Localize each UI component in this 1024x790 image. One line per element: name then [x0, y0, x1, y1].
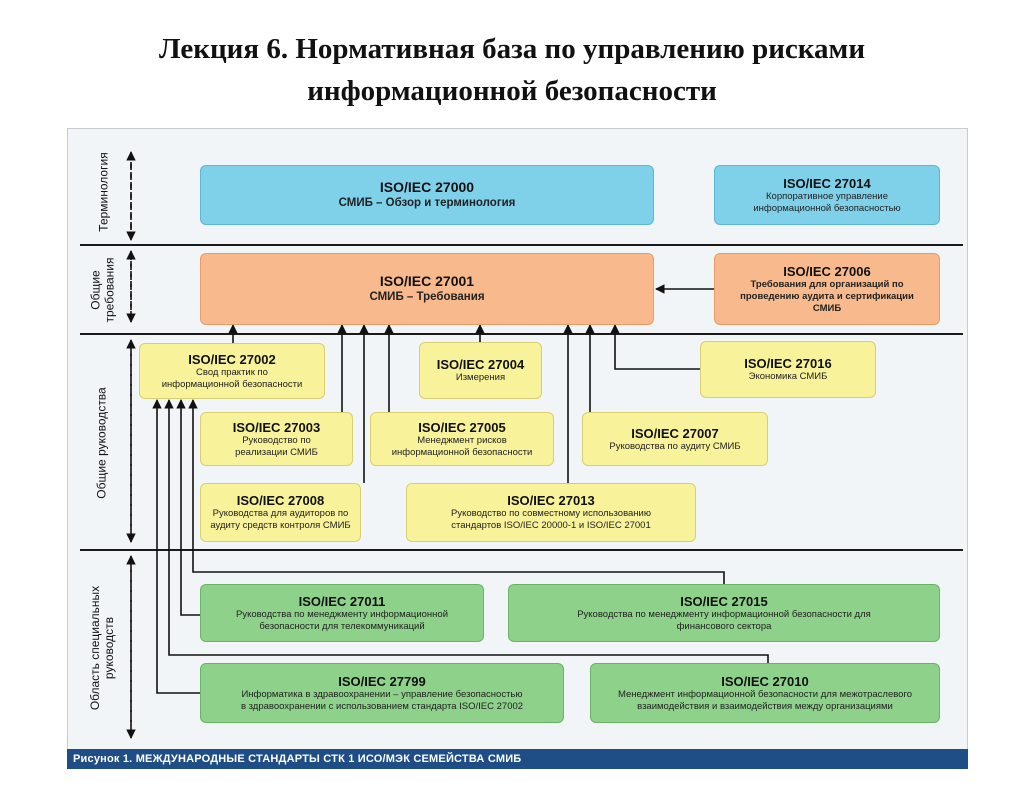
box-iso-27799[interactable]: ISO/IEC 27799 Информатика в здравоохране… — [200, 663, 564, 723]
box-iso-27014-code: ISO/IEC 27014 — [783, 175, 871, 191]
box-iso-27003[interactable]: ISO/IEC 27003 Руководство по реализации … — [200, 412, 353, 466]
box-iso-27016-code: ISO/IEC 27016 — [744, 356, 832, 371]
box-iso-27001-sub: СМИБ – Требования — [369, 291, 485, 303]
box-iso-27006-sub2: проведению аудита и сертификации — [740, 290, 914, 302]
title-line-1: Лекция 6. Нормативная база по управлению… — [158, 33, 866, 65]
box-iso-27010[interactable]: ISO/IEC 27010 Менеджмент информационной … — [590, 663, 940, 723]
box-iso-27011-code: ISO/IEC 27011 — [298, 593, 386, 609]
separator-guidance — [80, 549, 963, 551]
box-iso-27008-code: ISO/IEC 27008 — [236, 493, 325, 508]
arrow-27010-to-27002 — [164, 399, 769, 663]
box-iso-27014-sub2: информационной безопасностью — [753, 202, 901, 214]
box-iso-27016[interactable]: ISO/IEC 27016 Экономика СМИБ — [700, 341, 876, 398]
arrow-27799-to-27002 — [152, 399, 200, 694]
box-iso-27003-code: ISO/IEC 27003 — [232, 419, 321, 435]
box-iso-27010-sub1: Менеджмент информационной безопасности д… — [617, 688, 913, 700]
box-iso-27004-code: ISO/IEC 27004 — [436, 357, 525, 372]
box-iso-27002-sub1: Свод практик по — [196, 366, 268, 378]
box-iso-27014-sub1: Корпоративное управление — [766, 190, 888, 202]
box-iso-27011[interactable]: ISO/IEC 27011 Руководства по менеджменту… — [200, 584, 484, 642]
box-iso-27002[interactable]: ISO/IEC 27002 Свод практик по информацио… — [139, 343, 325, 399]
box-iso-27006[interactable]: ISO/IEC 27006 Требования для организаций… — [714, 253, 940, 325]
box-iso-27799-sub2: в здравоохранении с использованием станд… — [240, 700, 524, 712]
box-iso-27002-sub2: информационной безопасности — [161, 378, 303, 390]
box-iso-27007[interactable]: ISO/IEC 27007 Руководства по аудиту СМИБ — [582, 412, 768, 466]
box-iso-27006-sub1: Требования для организаций по — [750, 278, 904, 290]
box-iso-27799-code: ISO/IEC 27799 — [338, 673, 426, 689]
box-iso-27003-sub1: Руководство по — [242, 434, 311, 446]
box-iso-27013[interactable]: ISO/IEC 27013 Руководство по совместному… — [406, 483, 696, 542]
figure-caption: Рисунок 1. МЕЖДУНАРОДНЫЕ СТАНДАРТЫ СТК 1… — [67, 749, 968, 769]
arrow-27015-to-27002 — [188, 399, 725, 584]
arrow-27011-to-27002 — [176, 399, 200, 616]
box-iso-27011-sub2: безопасности для телекоммуникаций — [259, 620, 425, 632]
box-iso-27000-sub: СМИБ – Обзор и терминология — [338, 197, 516, 209]
box-iso-27015-code: ISO/IEC 27015 — [680, 593, 768, 609]
box-iso-27015-sub1: Руководства по менеджменту информационно… — [577, 608, 871, 620]
arrow-27016-to-27001 — [610, 324, 700, 370]
box-iso-27007-sub: Руководства по аудиту СМИБ — [609, 440, 741, 452]
separator-terminology — [80, 244, 963, 246]
box-iso-27000-code: ISO/IEC 27000 — [379, 179, 475, 195]
box-iso-27006-code: ISO/IEC 27006 — [783, 263, 871, 279]
box-iso-27002-code: ISO/IEC 27002 — [188, 351, 276, 367]
box-iso-27013-code: ISO/IEC 27013 — [507, 493, 595, 508]
box-iso-27005-sub2: информационной безопасности — [391, 446, 533, 458]
box-iso-27010-sub2: взаимодействия и взаимодействия между ор… — [637, 700, 893, 712]
separator-requirements — [80, 333, 963, 335]
box-iso-27016-sub: Экономика СМИБ — [748, 371, 828, 382]
box-iso-27004-sub: Измерения — [455, 372, 506, 383]
box-iso-27005-code: ISO/IEC 27005 — [418, 419, 506, 435]
box-iso-27008-sub1: Руководства для аудиторов по — [212, 508, 349, 519]
box-iso-27005-sub1: Менеджмент рисков — [417, 434, 507, 446]
box-iso-27799-sub1: Информатика в здравоохранении – управлен… — [241, 688, 523, 700]
box-iso-27001[interactable]: ISO/IEC 27001 СМИБ – Требования — [200, 253, 654, 325]
box-iso-27013-sub1: Руководство по совместному использованию — [451, 508, 651, 519]
box-iso-27001-code: ISO/IEC 27001 — [379, 273, 475, 289]
box-iso-27007-code: ISO/IEC 27007 — [631, 425, 719, 441]
box-iso-27010-code: ISO/IEC 27010 — [721, 673, 809, 689]
box-iso-27003-sub2: реализации СМИБ — [235, 446, 318, 458]
box-iso-27005[interactable]: ISO/IEC 27005 Менеджмент рисков информац… — [370, 412, 554, 466]
box-iso-27015[interactable]: ISO/IEC 27015 Руководства по менеджменту… — [508, 584, 940, 642]
box-iso-27008-sub2: аудиту средств контроля СМИБ — [210, 520, 351, 531]
page-title: Лекция 6. Нормативная база по управлению… — [0, 28, 1024, 112]
box-iso-27014[interactable]: ISO/IEC 27014 Корпоративное управление и… — [714, 165, 940, 225]
box-iso-27015-sub2: финансового сектора — [676, 620, 772, 632]
box-iso-27008[interactable]: ISO/IEC 27008 Руководства для аудиторов … — [200, 483, 361, 542]
box-iso-27006-sub3: СМИБ — [812, 302, 842, 314]
box-iso-27000[interactable]: ISO/IEC 27000 СМИБ – Обзор и терминологи… — [200, 165, 654, 225]
title-line-2: информационной безопасности — [307, 75, 717, 107]
box-iso-27011-sub1: Руководства по менеджменту информационно… — [235, 608, 449, 620]
box-iso-27013-sub2: стандартов ISO/IEC 20000-1 и ISO/IEC 270… — [451, 520, 651, 531]
box-iso-27004[interactable]: ISO/IEC 27004 Измерения — [419, 342, 542, 399]
